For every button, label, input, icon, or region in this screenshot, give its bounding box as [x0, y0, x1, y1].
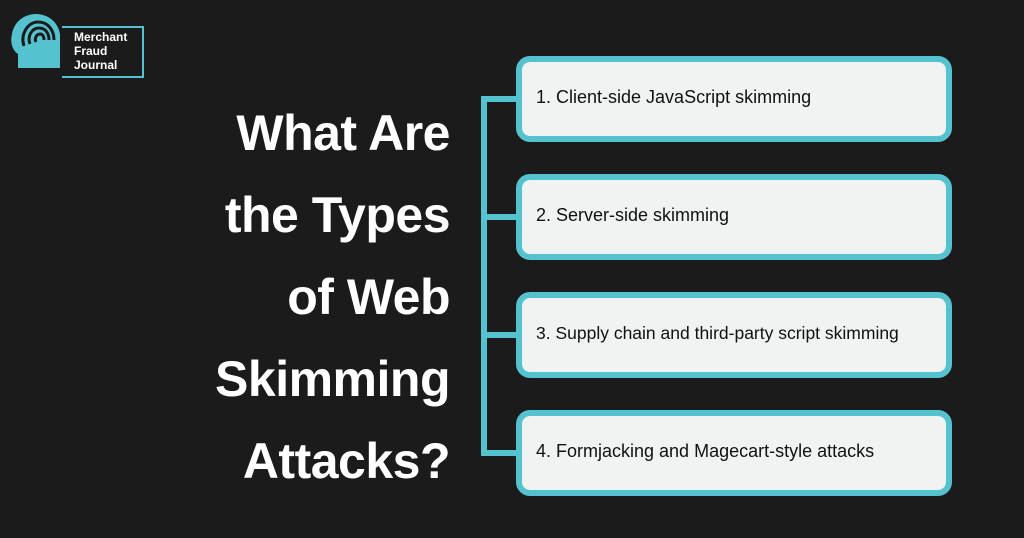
attack-type-label: 4. Formjacking and Magecart-style attack… — [536, 440, 875, 461]
attack-type-label: 2. Server-side skimming — [536, 204, 730, 225]
page-title: What Are the Types of Web Skimming Attac… — [150, 92, 450, 502]
logo-line-merchant: Merchant — [74, 30, 128, 44]
title-line-4: Skimming — [215, 351, 450, 407]
attack-type-2: 2. Server-side skimming — [516, 174, 952, 260]
head-profile-icon — [11, 14, 60, 68]
attack-type-1: 1. Client-side JavaScript skimming — [516, 56, 952, 142]
attack-type-label: 1. Client-side JavaScript skimming — [536, 86, 812, 107]
attack-type-label: 3. Supply chain and third-party script s… — [536, 322, 899, 343]
merchant-fraud-journal-logo[interactable]: Merchant Fraud Journal — [10, 10, 144, 78]
title-line-2: the Types — [224, 187, 451, 243]
logo-line-fraud: Fraud — [74, 44, 108, 58]
title-line-1: What Are — [236, 105, 450, 161]
title-line-5: Attacks? — [242, 433, 451, 489]
title-line-3: of Web — [287, 269, 450, 325]
logo-line-journal: Journal — [74, 58, 118, 72]
attack-type-4: 4. Formjacking and Magecart-style attack… — [516, 410, 952, 496]
attack-type-3: 3. Supply chain and third-party script s… — [516, 292, 952, 378]
logo-wordmark: Merchant Fraud Journal — [62, 26, 144, 78]
